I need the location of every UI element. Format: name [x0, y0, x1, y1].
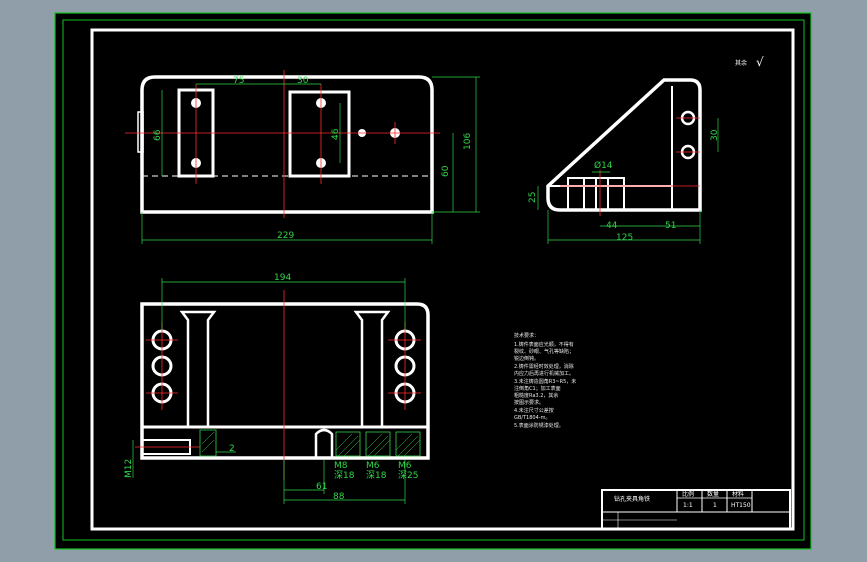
dim-m6-1: M6 [366, 461, 380, 471]
drawing-frame [90, 28, 795, 531]
dim-66: 66 [153, 129, 163, 141]
note-line: 3.未注铸造圆角R3~R5，未 [514, 378, 576, 385]
technical-notes: 技术要求： 1.铸件表面应光顺，不得有 裂纹、砂眼、气孔等缺陷； 锐边倒钝。 2… [514, 332, 576, 429]
tb-qty: 1 [713, 502, 717, 509]
dim-46: 46 [331, 128, 341, 140]
note-line: 裂纹、砂眼、气孔等缺陷； [514, 348, 574, 355]
note-line: 1.铸件表面应光顺，不得有 [514, 341, 574, 348]
front-view: 194 M12 2 61 88 M8 深18 M6 深18 M6 深25 [124, 273, 430, 504]
dim-dia14: Ø14 [594, 160, 613, 171]
note-line: 按图示要求。 [514, 399, 544, 406]
rib-left [179, 310, 217, 429]
dim-51: 51 [665, 221, 676, 231]
note-line: 4.未注尺寸公差按 [514, 407, 554, 414]
roughness-label: 其余 [735, 59, 747, 67]
tb-header-material: 材料 [732, 490, 744, 498]
side-view-outline [546, 78, 702, 212]
part-name: 钻孔夹具角铁 [614, 495, 650, 503]
front-view-outline [140, 302, 430, 460]
tb-header-qty: 数量 [707, 490, 719, 498]
note-line: GB/T1804-m。 [514, 415, 550, 421]
dim-44: 44 [606, 221, 618, 231]
dim-depth18-1: 深18 [334, 470, 355, 481]
dim-60: 60 [441, 165, 451, 177]
top-view: 75 30 229 106 60 66 46 [125, 70, 480, 244]
tb-scale: 1:1 [683, 502, 693, 509]
hatch-area [365, 431, 391, 457]
tapped-hole [314, 428, 334, 458]
sheet-margin-line [62, 19, 805, 541]
dim-229: 229 [277, 231, 294, 241]
rib-right [353, 310, 391, 429]
note-line: 锐边倒钝。 [514, 355, 539, 362]
dim-30: 30 [297, 76, 309, 86]
dim-106: 106 [463, 133, 473, 150]
tb-header-scale: 比例 [682, 490, 694, 498]
dim-m12: M12 [124, 459, 134, 478]
notes-title: 技术要求： [514, 332, 539, 339]
top-view-outline [140, 75, 434, 214]
note-line: 2.铸件需经时效处理，消除 [514, 363, 574, 370]
title-block: 钻孔夹具角铁 比例 数量 材料 1:1 1 HT150 [601, 489, 791, 530]
dim-depth18-2: 深18 [366, 470, 387, 481]
dim-75: 75 [233, 76, 244, 86]
note-line: 注倒角C1；加工表面 [514, 385, 561, 392]
roughness-symbol: √ [756, 55, 764, 69]
dim-61: 61 [316, 482, 327, 492]
note-line: 内应力后再进行机械加工。 [514, 370, 574, 377]
dim-125: 125 [616, 233, 633, 243]
dim-m8: M8 [334, 461, 348, 471]
slot-right [288, 90, 351, 178]
dim-88: 88 [333, 492, 345, 502]
dim-30-side: 30 [710, 129, 720, 141]
side-view: Ø14 25 30 44 51 125 [528, 78, 720, 244]
note-line: 5.表面涂防锈漆处理。 [514, 422, 564, 429]
dim-depth25: 深25 [398, 470, 418, 481]
dim-2: 2 [229, 444, 235, 454]
dim-m6-2: M6 [398, 461, 412, 471]
dim-25: 25 [528, 192, 538, 203]
boss-left [137, 111, 144, 153]
hatch-area [335, 431, 361, 457]
note-line: 粗糙度Ra3.2，其余 [514, 392, 558, 399]
hatch-area [395, 431, 421, 457]
tb-material: HT150 [731, 502, 751, 509]
dim-194: 194 [274, 273, 291, 283]
